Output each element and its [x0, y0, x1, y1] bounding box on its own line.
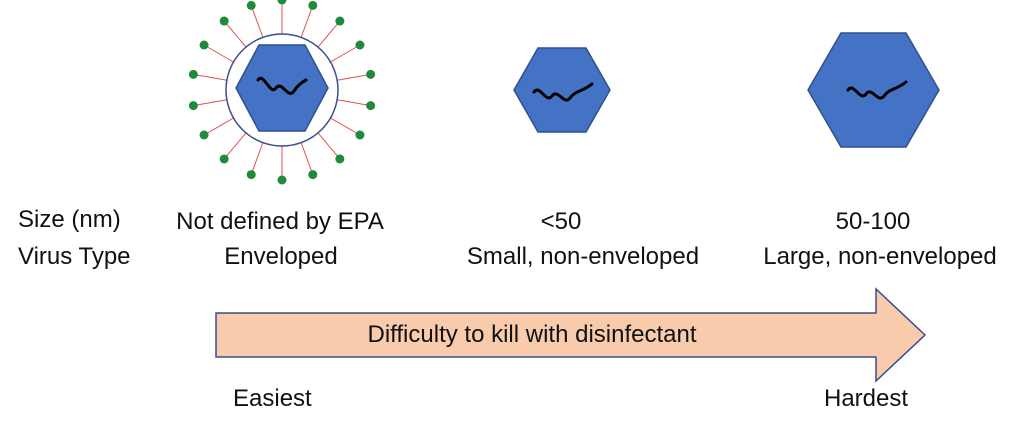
- spike-stalk: [250, 5, 264, 38]
- spike-head: [199, 40, 209, 50]
- spike-head: [219, 16, 229, 26]
- spike-stalk: [300, 5, 314, 38]
- type-row-header: Virus Type: [18, 243, 131, 270]
- genome-strand: [532, 82, 594, 102]
- spike-stalk: [317, 132, 341, 160]
- capsid-hexagon: [807, 32, 940, 148]
- small-type-label: Small, non-enveloped: [466, 243, 700, 270]
- spike-stalk: [317, 20, 341, 48]
- spike-head: [308, 170, 318, 180]
- large-type-label: Large, non-enveloped: [763, 243, 997, 270]
- spike-stalk: [250, 142, 264, 175]
- spike-stalk: [330, 117, 361, 136]
- spike-head: [308, 0, 318, 10]
- spike-stalk: [223, 20, 247, 48]
- easiest-label: Easiest: [233, 385, 312, 412]
- spike-head: [246, 0, 256, 10]
- spike-proteins: [188, 0, 376, 185]
- small-virus-icon: [513, 47, 611, 133]
- difficulty-arrow: [215, 287, 927, 383]
- spike-stalk: [223, 132, 247, 160]
- spike-stalk: [203, 117, 234, 136]
- spike-stalk: [193, 99, 227, 107]
- genome-strand: [846, 80, 908, 100]
- spike-head: [219, 154, 229, 164]
- spike-stalk: [193, 73, 227, 81]
- spike-head: [355, 40, 365, 50]
- enveloped-size-label: Not defined by EPA: [176, 208, 384, 235]
- spike-head: [366, 101, 376, 111]
- spike-head: [366, 69, 376, 79]
- spike-head: [355, 130, 365, 140]
- large-size-label: 50-100: [835, 208, 911, 235]
- small-size-label: <50: [540, 208, 582, 235]
- spike-head: [246, 170, 256, 180]
- spike-head: [335, 154, 345, 164]
- spike-head: [188, 69, 198, 79]
- large-virus-icon: [807, 32, 940, 148]
- enveloped-virus-icon: [188, 0, 376, 185]
- hardest-label: Hardest: [824, 385, 909, 412]
- genome-strand: [256, 76, 308, 95]
- arrow-label: Difficulty to kill with disinfectant: [367, 321, 697, 348]
- enveloped-type-label: Enveloped: [224, 243, 338, 270]
- spike-head: [277, 0, 287, 5]
- spike-stalk: [203, 44, 234, 63]
- capsid-hexagon: [513, 47, 611, 133]
- spike-head: [199, 130, 209, 140]
- spike-head: [277, 175, 287, 185]
- spike-head: [188, 101, 198, 111]
- viral-envelope: [225, 33, 339, 147]
- spike-stalk: [330, 44, 361, 63]
- spike-head: [335, 16, 345, 26]
- spike-stalk: [300, 142, 314, 175]
- spike-stalk: [337, 73, 371, 81]
- spike-stalk: [337, 99, 371, 107]
- size-row-header: Size (nm): [18, 206, 121, 233]
